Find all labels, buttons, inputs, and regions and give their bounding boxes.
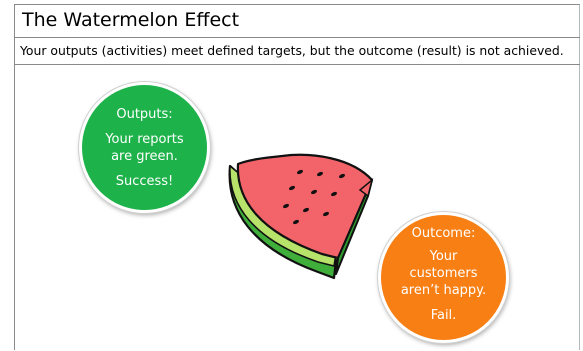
outcome-bubble: Outcome: Your customers aren’t happy. Fa… — [378, 212, 509, 343]
outcome-line-2: customers — [409, 266, 478, 281]
title-row: The Watermelon Effect — [14, 4, 580, 38]
watermelon-slice-icon — [222, 150, 374, 282]
outputs-heading: Outputs: — [116, 107, 173, 122]
outputs-line-2: are green. — [111, 149, 178, 164]
outputs-line-3: Success! — [115, 174, 174, 189]
outcome-line-1: Your — [429, 249, 458, 264]
subtitle-row: Your outputs (activities) meet defined t… — [14, 38, 580, 65]
outputs-bubble: Outputs: Your reports are green. Success… — [79, 82, 210, 213]
outputs-line-1: Your reports — [105, 132, 184, 147]
page-title: The Watermelon Effect — [22, 9, 240, 31]
outcome-heading: Outcome: — [411, 226, 476, 241]
outcome-line-4: Fail. — [430, 308, 457, 323]
slide-frame — [14, 4, 580, 350]
outcome-line-3: aren’t happy. — [400, 283, 487, 298]
page-subtitle: Your outputs (activities) meet defined t… — [20, 43, 564, 58]
